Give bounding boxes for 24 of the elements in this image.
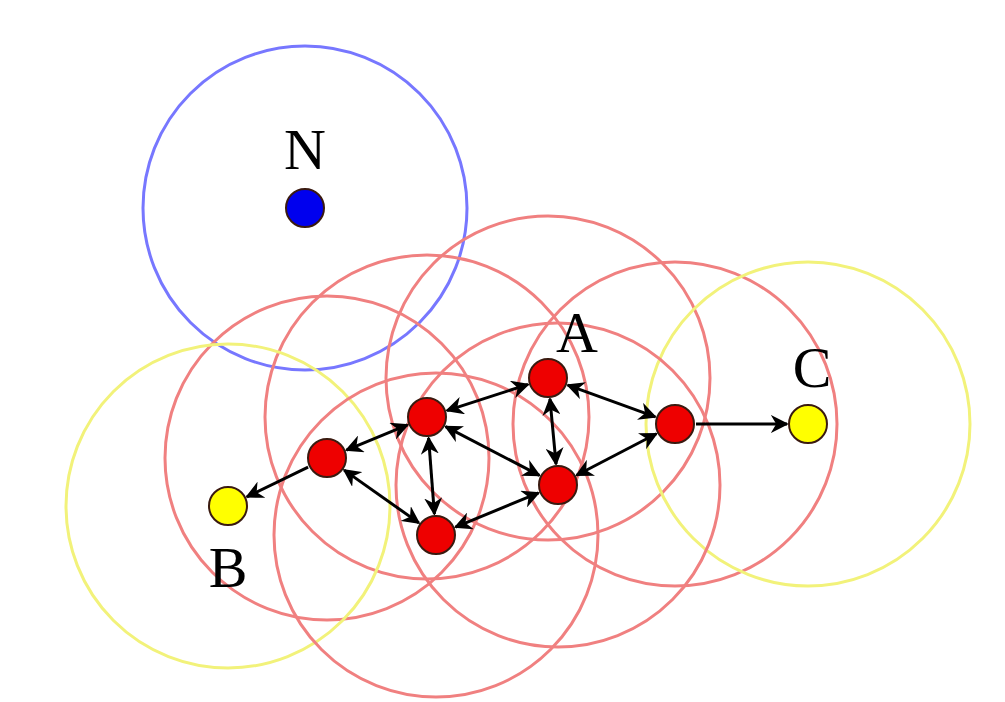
double-arrow xyxy=(444,425,541,477)
arrow xyxy=(696,415,789,433)
point-label: A xyxy=(556,304,598,362)
double-arrow xyxy=(575,432,658,477)
double-arrow xyxy=(566,382,657,420)
point-dot xyxy=(528,358,568,398)
double-arrow xyxy=(342,468,421,525)
double-arrow xyxy=(420,436,443,516)
double-arrow xyxy=(445,380,530,415)
double-arrow xyxy=(542,397,564,466)
double-arrow xyxy=(344,422,410,453)
point-dot xyxy=(538,465,578,505)
point-label: C xyxy=(792,339,832,397)
point-dot xyxy=(655,404,695,444)
point-dot xyxy=(208,486,248,526)
point-label: N xyxy=(284,121,326,179)
arrow xyxy=(245,465,309,499)
double-arrow xyxy=(453,490,541,530)
point-dot xyxy=(285,188,325,228)
point-dot xyxy=(416,515,456,555)
point-dot xyxy=(407,397,447,437)
point-dot xyxy=(788,404,828,444)
point-label: B xyxy=(208,539,248,597)
point-dot xyxy=(307,438,347,478)
